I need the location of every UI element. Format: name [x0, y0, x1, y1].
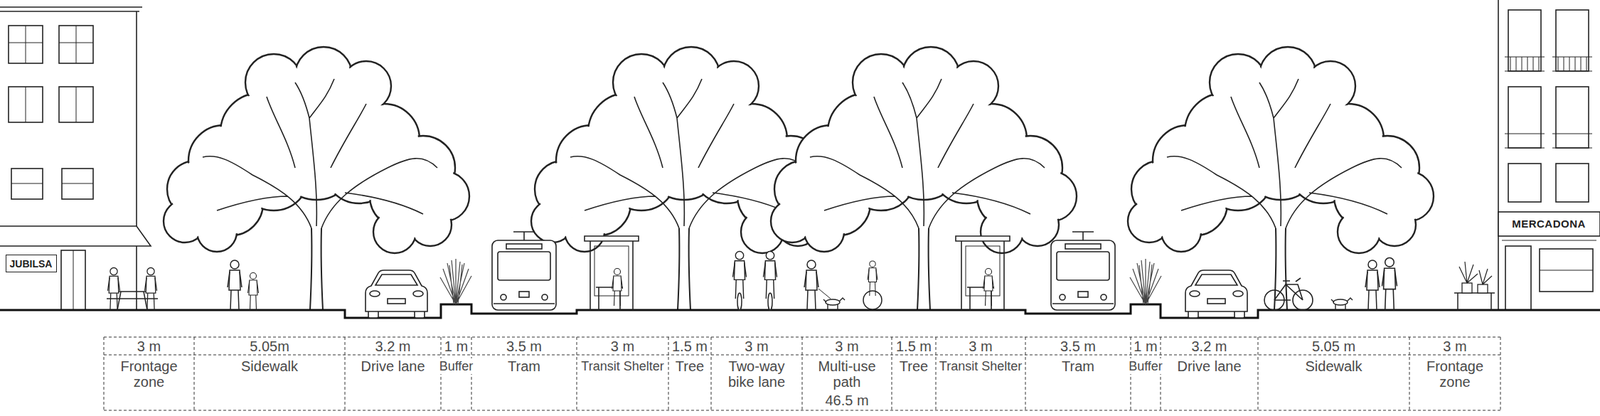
dimension-label: 3 m — [834, 338, 859, 355]
dimension-label: 3 m — [610, 338, 635, 355]
right-building — [1498, 0, 1600, 311]
dimension-table — [103, 337, 1501, 411]
dimension-label: 3 m — [968, 338, 992, 355]
dimension-label: Sidewalk — [241, 358, 298, 375]
dimension-label: Tree — [899, 358, 928, 375]
dimension-label: Transit Shelter — [580, 358, 665, 375]
dimension-label: Sidewalk — [1304, 358, 1362, 375]
dimension-label: Drive lane — [1176, 358, 1241, 375]
dimension-label: Tree — [675, 358, 704, 375]
dimension-label: Buffer — [1127, 358, 1164, 375]
shop-sign-box: JUBILSA — [5, 254, 57, 273]
dimension-label: 3 m — [744, 338, 768, 355]
dimension-label: 3 m — [137, 338, 161, 355]
dimension-label: Multi-use path — [807, 358, 887, 390]
store-sign: MERCADONA — [1511, 217, 1586, 231]
ground-profile — [0, 304, 1600, 318]
dimension-label: Tram — [1061, 358, 1095, 375]
dimension-label: Frontage zone — [1419, 358, 1491, 390]
dimension-label: Tram — [507, 358, 541, 375]
dimension-label: Frontage zone — [113, 358, 185, 390]
people-figures — [106, 251, 1495, 311]
dimension-label: Buffer — [438, 358, 475, 375]
dimension-label: 5.05 m — [1312, 338, 1356, 355]
dimension-label: 1.5 m — [896, 338, 932, 355]
dimension-label: 5.05m — [249, 338, 290, 355]
dimension-label: Transit Shelter — [938, 358, 1023, 375]
dimension-label: 3.5 m — [506, 338, 542, 355]
dimension-label: 3.5 m — [1060, 338, 1096, 355]
left-building — [0, 7, 151, 311]
dimension-label: Drive lane — [360, 358, 425, 375]
street-elements — [365, 231, 1248, 318]
dimension-label: 1.5 m — [672, 338, 708, 355]
dimension-label: 1 m — [444, 338, 468, 355]
dimension-label: 3.2 m — [1191, 338, 1227, 355]
dimension-label: 1 m — [1133, 338, 1157, 355]
dimension-label: 3.2 m — [374, 338, 411, 355]
dimension-label: Two-way bike lane — [721, 358, 793, 390]
dimension-label: 3 m — [1442, 338, 1467, 355]
street-trees — [163, 46, 1434, 311]
dimension-label: 46.5 m — [824, 392, 869, 409]
sign-text: JUBILSA — [9, 258, 53, 270]
